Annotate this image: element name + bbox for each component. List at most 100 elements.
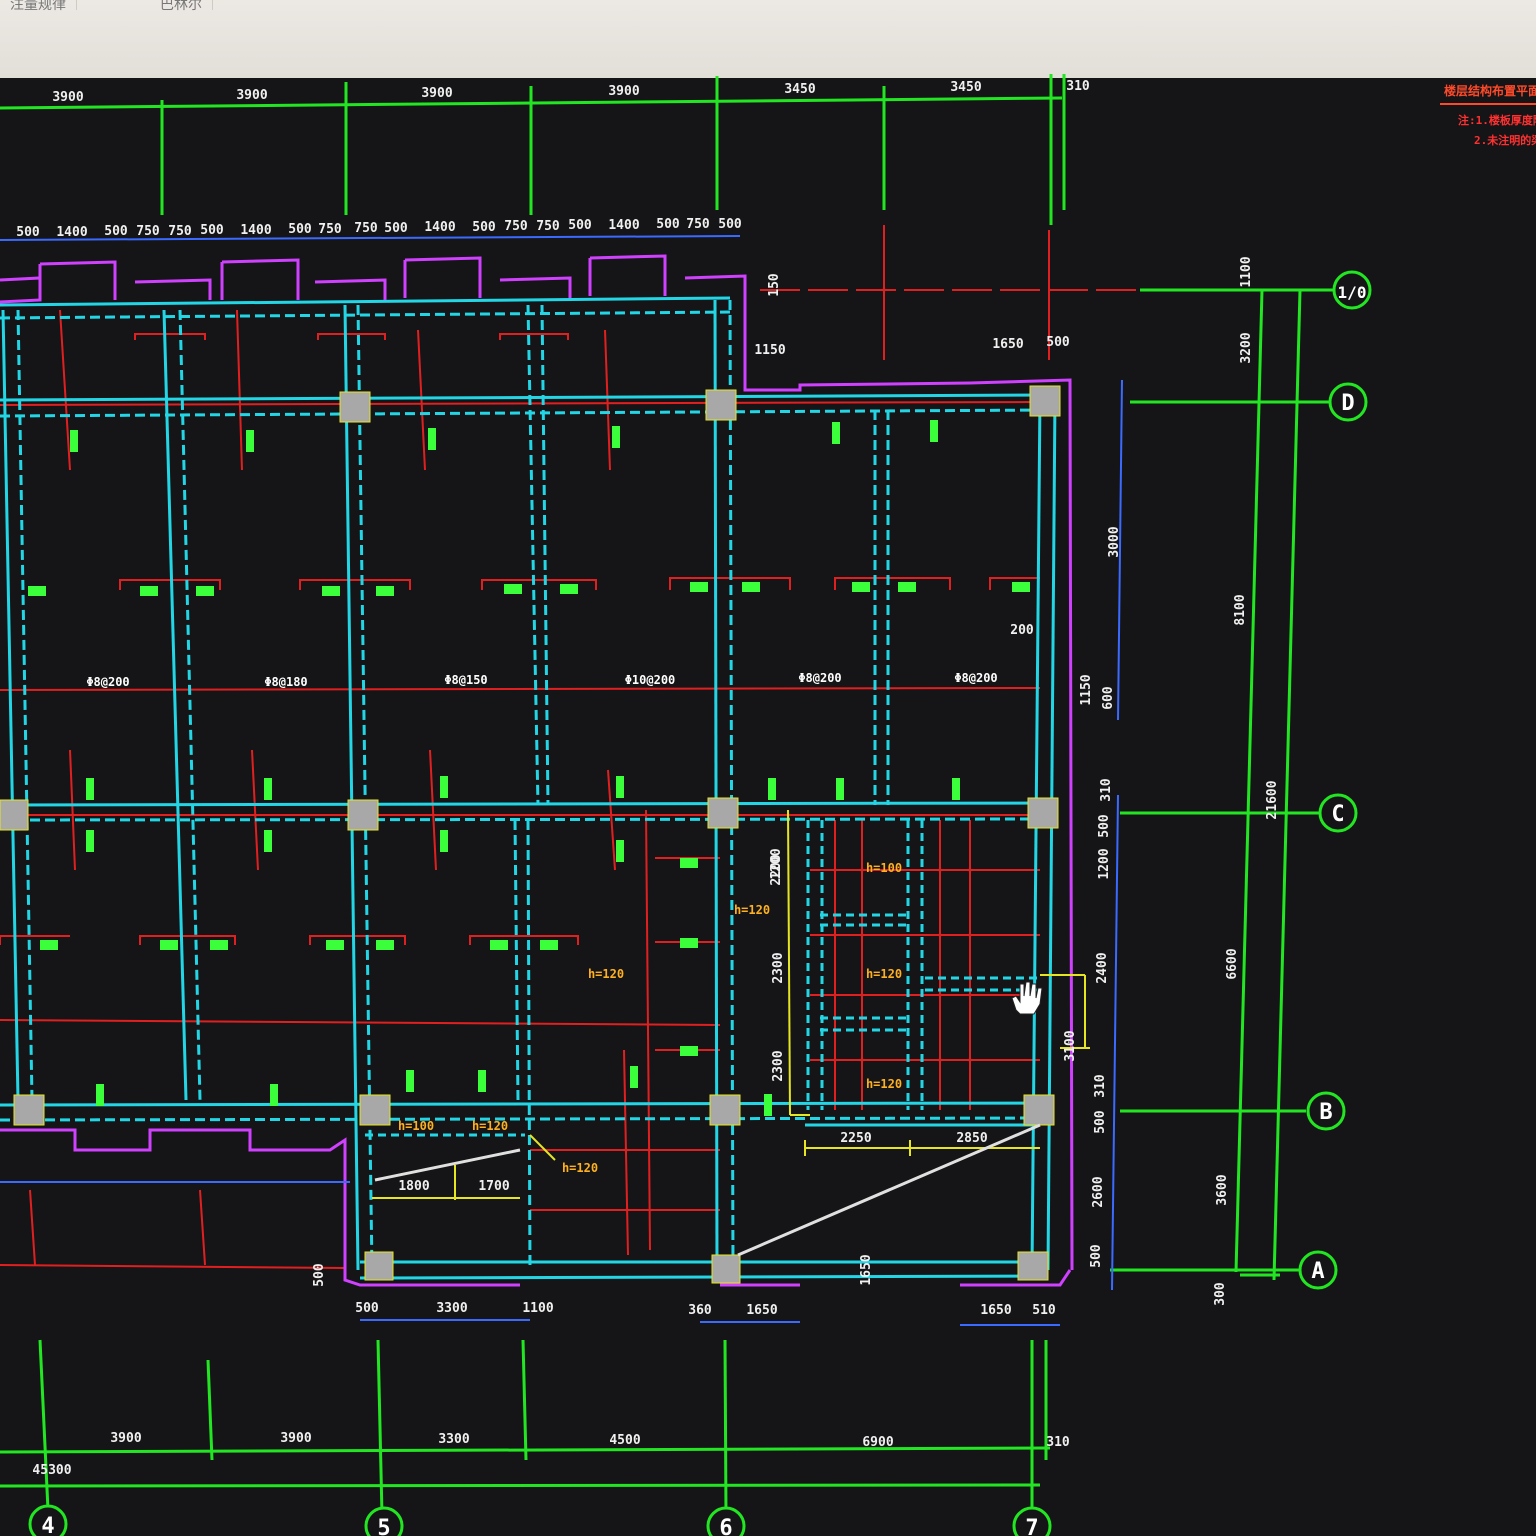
rebar-label: Φ10@200 <box>625 673 676 687</box>
rebar-labels: Φ8@200 Φ8@180 Φ8@150 Φ10@200 Φ8@200 Φ8@2… <box>86 671 997 689</box>
dim-label: 500 <box>718 217 742 232</box>
axis-bubble-1-0 <box>1332 270 1372 310</box>
slab-label: h=120 <box>734 903 770 917</box>
dim-label: 310 <box>1066 79 1090 94</box>
dim-label: 3000 <box>1107 526 1122 557</box>
note-line-1: 注:1.楼板厚度除注明外均为 <box>1458 113 1536 127</box>
column <box>359 1094 391 1126</box>
dim-label: 500 <box>104 224 128 239</box>
slab-thickness-labels: h=100 h=120 h=120 h=120 h=120 h=100 h=12… <box>398 861 902 1175</box>
axis-bubble-d <box>1328 382 1368 422</box>
dim-label: 2200 <box>769 854 784 885</box>
axis-label-7: 7 <box>1025 1516 1038 1536</box>
axis-bubble-7 <box>1012 1506 1052 1536</box>
rebar-label: Φ8@200 <box>954 671 997 685</box>
dim-label: 2250 <box>840 1131 871 1146</box>
slab-label: h=120 <box>866 1077 902 1091</box>
dim-label: 500 <box>355 1301 379 1316</box>
axis-bubble-a <box>1298 1250 1338 1290</box>
axis-label-6: 6 <box>719 1516 732 1536</box>
dim-label: 3600 <box>1215 1174 1230 1205</box>
dim-label: 1650 <box>746 1303 777 1318</box>
axis-bubble-c <box>1318 793 1358 833</box>
dim-label: 21600 <box>1265 780 1280 819</box>
top-dimension-labels: 3900 3900 3900 3900 3450 3450 310 <box>52 79 1090 105</box>
dim-label: 500 <box>288 222 312 237</box>
stair-dimension-labels: 2250 2850 2200 2300 2300 1650 500 1800 1… <box>312 854 988 1287</box>
bottom-dimension-labels: 3900 3900 3300 4500 6900 310 45300 <box>32 1431 1069 1478</box>
slab-label: h=120 <box>472 1119 508 1133</box>
column <box>711 1254 741 1284</box>
column <box>339 391 371 423</box>
dim-label: 3200 <box>1239 332 1254 363</box>
dim-label: 750 <box>504 219 528 234</box>
dim-label: 3300 <box>438 1432 469 1447</box>
dim-label: 2300 <box>771 1050 786 1081</box>
dim-label: 3450 <box>950 80 981 95</box>
drawing-notes: 楼层结构布置平面图 注:1.楼板厚度除注明外均为 2.未注明的梁均居中 <box>1440 83 1536 147</box>
dim-label: 1650 <box>859 1254 874 1285</box>
dim-label: 3900 <box>110 1431 141 1446</box>
column <box>0 799 29 831</box>
dim-label: 1150 <box>754 343 785 358</box>
lower-sub-dimension-labels: 500 3300 1100 360 1650 1650 510 <box>355 1301 1056 1318</box>
dim-label: 3100 <box>1063 1030 1078 1061</box>
dim-label-total: 45300 <box>32 1463 71 1478</box>
dim-label: 300 <box>1213 1282 1228 1306</box>
columns <box>0 385 1061 1284</box>
dim-label: 500 <box>1089 1244 1104 1268</box>
axis-label-d: D <box>1341 391 1354 416</box>
dim-label: 3450 <box>784 82 815 97</box>
slab-label: h=120 <box>562 1161 598 1175</box>
walls <box>0 254 1074 1287</box>
dim-label: 750 <box>136 224 160 239</box>
red-lines <box>0 225 1140 1269</box>
dim-label: 310 <box>1093 1074 1108 1098</box>
column <box>1029 385 1061 417</box>
grid-lines <box>0 74 1335 1516</box>
dim-label: 1800 <box>398 1179 429 1194</box>
axis-label-1-0: 1/0 <box>1338 283 1367 302</box>
cad-toolbar: 注量规律 巴林尔 <box>0 0 1536 78</box>
dim-label: 1100 <box>1239 256 1254 287</box>
dim-label: 500 <box>1046 335 1070 350</box>
misc-dimension-labels: 150 1150 1650 500 200 1200 1150 <box>754 273 1094 880</box>
dim-label: 4500 <box>609 1433 640 1448</box>
dim-label: 3900 <box>608 84 639 99</box>
column <box>705 389 737 421</box>
rebar-label: Φ8@200 <box>798 671 841 685</box>
dim-label: 600 <box>1101 686 1116 710</box>
rebar-label: Φ8@180 <box>264 675 307 689</box>
dim-label: 750 <box>168 224 192 239</box>
dim-label: 8100 <box>1233 594 1248 625</box>
stair-diagonal <box>737 1123 1041 1257</box>
dim-label: 3300 <box>436 1301 467 1316</box>
dim-label: 750 <box>354 221 378 236</box>
dim-label: 1700 <box>478 1179 509 1194</box>
dim-label: 500 <box>1093 1110 1108 1134</box>
dim-label: 2400 <box>1095 952 1110 983</box>
dim-label: 3900 <box>236 88 267 103</box>
toolbar-tab-1[interactable]: 注量规律 <box>0 0 77 13</box>
dim-label: 1400 <box>608 218 639 233</box>
dim-label: 500 <box>472 220 496 235</box>
column <box>1017 1251 1049 1281</box>
dim-label: 2600 <box>1091 1176 1106 1207</box>
axis-label-4: 4 <box>41 1514 54 1536</box>
dim-label: 500 <box>1097 814 1112 838</box>
dim-label: 500 <box>656 217 680 232</box>
dim-label: 1150 <box>1079 674 1094 705</box>
dim-label: 310 <box>1046 1435 1070 1450</box>
column <box>1027 797 1059 829</box>
column <box>347 799 379 831</box>
axis-bubble-4 <box>28 1504 68 1536</box>
dim-label: 1400 <box>240 223 271 238</box>
axis-label-5: 5 <box>377 1516 390 1536</box>
toolbar-tab-2[interactable]: 巴林尔 <box>150 0 213 13</box>
slab-label: h=120 <box>588 967 624 981</box>
right-dimension-labels: 1100 3200 8100 3000 600 310 500 1200 240… <box>1063 256 1280 1306</box>
dim-label: 500 <box>568 218 592 233</box>
column <box>709 1094 741 1126</box>
dim-label: 1100 <box>522 1301 553 1316</box>
